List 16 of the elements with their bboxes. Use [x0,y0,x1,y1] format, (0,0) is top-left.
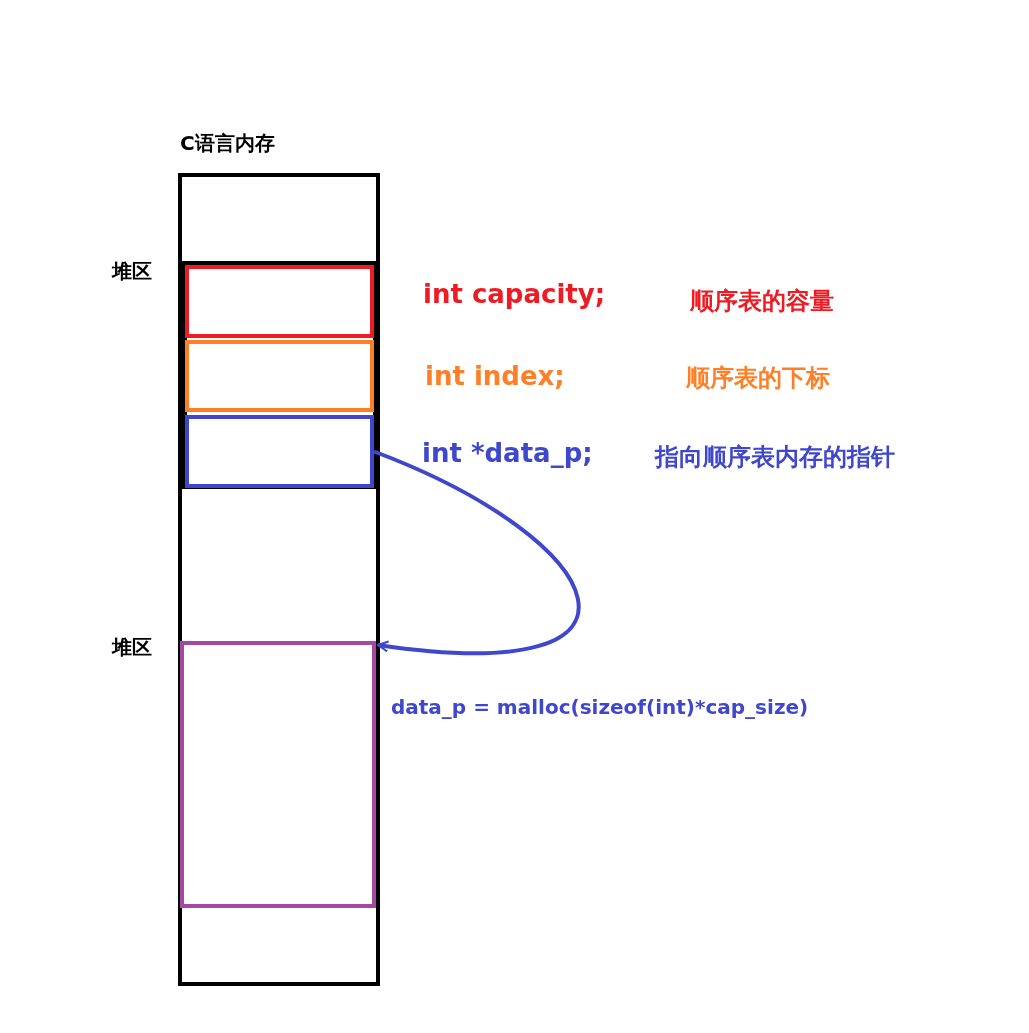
code-text: int capacity; [423,279,606,309]
description-text: 指向顺序表内存的指针 [655,442,895,473]
description-text: 顺序表的下标 [686,363,830,394]
label-text: 堆区 [112,634,152,661]
allocated-block [180,641,376,908]
heading: C语言内存 [180,130,275,157]
label-text: 堆区 [112,258,152,285]
index-field [185,340,374,412]
code-text: int index; [425,361,565,391]
struct-block [182,261,378,489]
code-text: int *data_p; [422,438,593,468]
memory-column [178,173,380,986]
capacity-field [185,265,374,338]
description-text: 顺序表的容量 [690,286,834,317]
pointer-field [185,415,374,488]
curved-arrow [373,449,580,655]
